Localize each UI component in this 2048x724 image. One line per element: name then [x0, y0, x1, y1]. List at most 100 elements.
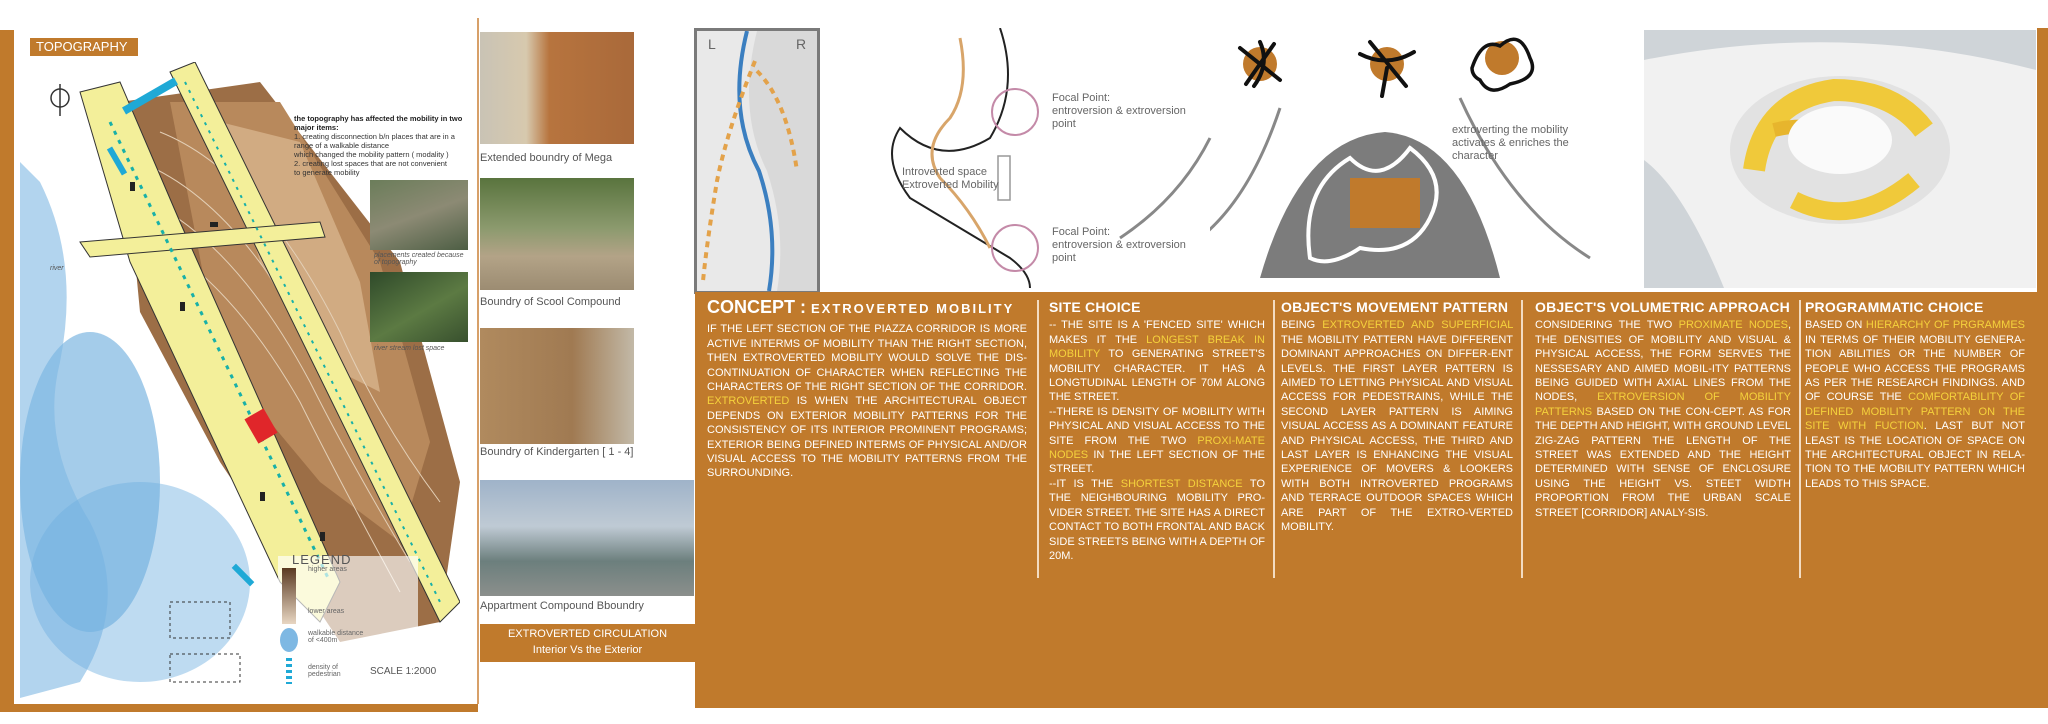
movement-column: OBJECT'S MOVEMENT PATTERN BEING EXTROVER…	[1281, 300, 1513, 535]
volumetric-paragraph: CONSIDERING THE TWO PROXIMATE NODES, THE…	[1535, 318, 1791, 520]
topography-note-item: to generate mobility	[294, 168, 360, 177]
site-choice-c: --IT IS THE SHORTEST DISTANCE TO THE NEI…	[1049, 477, 1265, 563]
volumetric-column: OBJECT'S VOLUMETRIC APPROACH CONSIDERING…	[1535, 300, 1791, 520]
site-choice-a-text: -- THE SITE IS A 'FENCED SITE' WHICH MAK…	[1049, 319, 1265, 346]
site-choice-a: -- THE SITE IS A 'FENCED SITE' WHICH MAK…	[1049, 318, 1265, 404]
focal-2-line-3: point	[1052, 252, 1076, 264]
legend-density: density of pedestrian	[308, 664, 341, 678]
topography-note-item: 1. creating disconnection b/n places tha…	[294, 132, 455, 150]
concept-subtitle: EXTROVERTED MOBILITY	[811, 301, 1015, 316]
focal-2-line-2: entroversion & extroversion	[1052, 239, 1186, 251]
volumetric-highlight-2: EXTROVERSION OF MOBILITY PATTERNS	[1535, 391, 1791, 418]
volumetric-text-3: BASED ON THE CON-CEPT. AS FOR THE DEPTH …	[1535, 405, 1791, 519]
introverted-label: Introverted space Extroverted Mobility	[902, 166, 999, 192]
circulation-line-1: EXTROVERTED CIRCULATION	[507, 628, 668, 640]
photo-school-caption: Boundry of Scool Compound	[480, 296, 621, 308]
legend-walk: walkable distance of <400m	[308, 630, 364, 644]
concept-highlight: EXTROVERTED	[707, 395, 790, 408]
topography-bottom-bar	[0, 704, 478, 712]
focal-1-line-1: Focal Point:	[1052, 92, 1111, 104]
topography-photo-1	[370, 180, 468, 250]
volumetric-highlight-1: PROXIMATE NODES	[1678, 319, 1788, 332]
topography-note: the topography has affected the mobility…	[294, 114, 470, 177]
site-choice-b-text: --THERE IS DENSITY OF MOBILITY WITH PHYS…	[1049, 405, 1265, 447]
topography-photo-2	[370, 272, 468, 342]
panel-separator	[1273, 300, 1275, 578]
panel-separator	[1037, 300, 1039, 578]
extroverting-line-3: character	[1452, 150, 1498, 162]
concept-panel: CONCEPT : EXTROVERTED MOBILITY IF THE LE…	[695, 292, 2037, 708]
legend-low: lower areas	[308, 608, 345, 615]
site-choice-b: --THERE IS DENSITY OF MOBILITY WITH PHYS…	[1049, 405, 1265, 477]
concept-text-1: IF THE LEFT SECTION OF THE PIAZZA CORRID…	[707, 323, 1027, 394]
river-path-diagram	[697, 30, 799, 292]
site-choice-title: SITE CHOICE	[1049, 299, 1141, 315]
site-choice-c-text-2: TO THE NEIGHBOURING MOBILITY PRO-VIDER S…	[1049, 477, 1265, 562]
concept-title-separator: :	[795, 297, 812, 317]
circulation-bar: EXTROVERTED CIRCULATION Interior Vs the …	[480, 624, 695, 662]
extroversion-diagram	[1210, 37, 1591, 278]
site-choice-c-text: --IT IS THE	[1049, 477, 1121, 490]
programmatic-text-1: BASED ON	[1805, 319, 1866, 332]
volumetric-render	[1644, 30, 2036, 288]
movement-text-1: BEING	[1281, 319, 1323, 332]
scale-label: SCALE 1:2000	[370, 666, 437, 677]
legend-gradient	[282, 568, 296, 624]
photo-school	[480, 178, 634, 290]
diagram-left-letter: L	[708, 36, 716, 52]
extroverting-label: extroverting the mobility activates & en…	[1452, 124, 1569, 163]
focal-1-label: Focal Point: entroversion & extroversion…	[1052, 92, 1186, 131]
legend-title: LEGEND	[292, 552, 352, 567]
extroverting-line-2: activates & enriches the	[1452, 137, 1569, 149]
legend-walk-swatch	[280, 628, 298, 652]
topography-photo-1-caption: placements created because of topography	[374, 252, 464, 266]
circulation-line-2: Interior Vs the Exterior	[532, 644, 643, 656]
focal-2-line-1: Focal Point:	[1052, 226, 1111, 238]
concept-heading: CONCEPT : EXTROVERTED MOBILITY	[707, 297, 1027, 317]
extroverting-line-1: extroverting the mobility	[1452, 124, 1569, 136]
topography-tab: TOPOGRAPHY	[30, 38, 138, 56]
programmatic-highlight-2: COMFORTABILITY OF DEFINED MOBILITY PATTE…	[1805, 391, 2025, 433]
legend-box	[278, 556, 418, 698]
focal-1-line-3: point	[1052, 118, 1076, 130]
photo-mega-caption: Extended boundry of Mega	[480, 152, 613, 164]
topography-map	[20, 62, 460, 698]
legend-high: higher areas	[308, 566, 347, 573]
diagram-right-letter: R	[796, 36, 807, 52]
focal-2-label: Focal Point: entroversion & extroversion…	[1052, 226, 1186, 265]
right-frame-bar	[2037, 28, 2048, 708]
left-frame-bar	[0, 30, 14, 710]
concept-title: CONCEPT	[707, 297, 796, 317]
panel-separator	[1521, 300, 1523, 578]
panel-separator	[1799, 300, 1801, 578]
render-illustration	[1644, 30, 2036, 288]
concept-column: CONCEPT : EXTROVERTED MOBILITY IF THE LE…	[707, 297, 1027, 481]
volumetric-text-1: CONSIDERING THE TWO	[1535, 319, 1679, 332]
topography-photo-2-caption: river stream lost space	[374, 345, 445, 352]
topography-note-item: which changed the mobility pattern ( mod…	[294, 150, 449, 159]
programmatic-title: PROGRAMMATIC CHOICE	[1805, 299, 1984, 315]
introverted-line-2: Extroverted Mobility	[902, 179, 999, 191]
site-choice-b-text-2: IN THE LEFT SECTION OF THE STREET.	[1049, 449, 1265, 476]
movement-text-2: THE MOBILITY PATTERN HAVE DIFFERENT DOMI…	[1281, 333, 1513, 534]
movement-title: OBJECT'S MOVEMENT PATTERN	[1281, 299, 1509, 315]
volumetric-text-2: , THE DENSITIES OF MOBILITY AND VISUAL &…	[1535, 319, 1791, 404]
photo-apartment-caption: Appartment Compound Bboundry	[480, 600, 644, 612]
programmatic-text-3: . LAST BUT NOT LEAST IS THE LOCATION OF …	[1805, 420, 2025, 490]
focal-point-diagram	[891, 28, 1212, 289]
movement-paragraph: BEING EXTROVERTED AND SUPERFICIAL THE MO…	[1281, 318, 1513, 534]
column-separator	[477, 18, 479, 704]
programmatic-column: PROGRAMMATIC CHOICE BASED ON HIERARCHY O…	[1805, 300, 2025, 491]
volumetric-title: OBJECT'S VOLUMETRIC APPROACH	[1535, 299, 1790, 315]
concept-text-2: IS WHEN THE ARCHITECTURAL OBJECT DEPENDS…	[707, 395, 1027, 480]
photo-kindergarten-caption: Boundry of Kindergarten [ 1 - 4]	[480, 446, 634, 458]
concept-paragraph: IF THE LEFT SECTION OF THE PIAZZA CORRID…	[707, 322, 1027, 480]
site-choice-a-text-2: TO GENERATING STREET'S MOBILITY CHARACTE…	[1049, 348, 1265, 404]
photo-kindergarten	[480, 328, 634, 444]
site-choice-column: SITE CHOICE -- THE SITE IS A 'FENCED SIT…	[1049, 300, 1265, 563]
introverted-line-1: Introverted space	[902, 166, 987, 178]
programmatic-text-2: IN TERMS OF THEIR MOBILITY GENERA-TION A…	[1805, 333, 2025, 404]
programmatic-paragraph: BASED ON HIERARCHY OF PRGRAMMES IN TERMS…	[1805, 318, 2025, 491]
photo-apartment	[480, 480, 694, 596]
